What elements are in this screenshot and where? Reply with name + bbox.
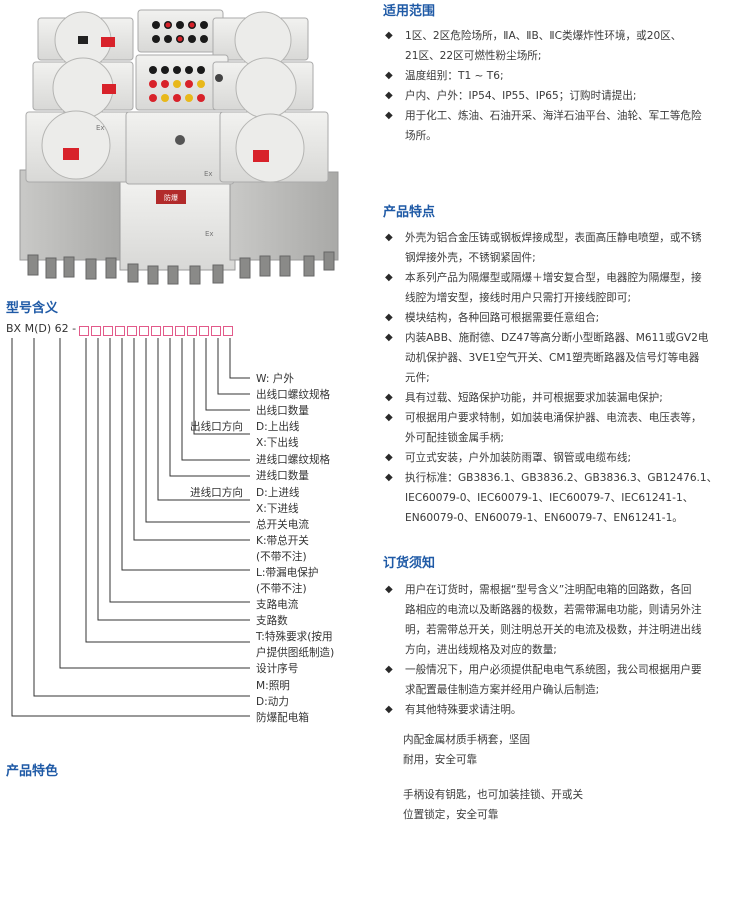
model-code: BX M(D) 62 - bbox=[6, 322, 77, 335]
order-list: ◆用户在订货时，需根据“型号含义”注明配电箱的回路数，各回路相应的电流以及断路器… bbox=[383, 580, 702, 720]
features-title: 产品特点 bbox=[383, 205, 436, 220]
scope-item: ◆用于化工、炼油、石油开采、海洋石油平台、油轮、军工等危险场所。 bbox=[385, 110, 702, 142]
scope-item: ◆温度组别：T1 ~ T6; bbox=[385, 70, 504, 82]
scope-item: ◆户内、户外：IP54、IP55、IP65；订购时请提出; bbox=[385, 90, 637, 102]
label-leakage-note: (不带不注) bbox=[256, 583, 307, 595]
order-item: ◆有其他特殊要求请注明。 bbox=[385, 704, 522, 716]
product-color-title: 产品特色 bbox=[6, 764, 59, 779]
ex-mark-left: Ex bbox=[96, 124, 105, 132]
feature-item: ◆具有过载、短路保护功能，并可根据要求加装漏电保护; bbox=[385, 392, 663, 404]
feature-item: ◆可立式安装，户外加装防雨罩、钢管或电缆布线; bbox=[385, 452, 632, 464]
order-item: ◆用户在订货时，需根据“型号含义”注明配电箱的回路数，各回路相应的电流以及断路器… bbox=[385, 584, 702, 656]
label-special: T:特殊要求(按用 bbox=[256, 631, 333, 643]
handle-note-2: 手柄设有钥匙，也可加装挂锁、开或关位置锁定，安全可靠 bbox=[403, 789, 584, 821]
label-explosion-proof-box: 防爆配电箱 bbox=[256, 712, 309, 724]
label-inlet-up: D:上进线 bbox=[256, 487, 300, 499]
label-lighting: M:照明 bbox=[256, 680, 290, 692]
label-design-no: 设计序号 bbox=[256, 663, 299, 675]
label-inlet-direction: 进线口方向 bbox=[190, 487, 243, 499]
label-branch-current: 支路电流 bbox=[256, 599, 299, 611]
scope-title: 适用范围 bbox=[383, 4, 436, 19]
label-inlet-thread: 进线口螺纹规格 bbox=[256, 454, 331, 466]
scope-list: ◆1区、2区危险场所，ⅡA、ⅡB、ⅡC类爆炸性环境，或20区、21区、22区可燃… bbox=[383, 26, 702, 146]
model-meaning-title: 型号含义 bbox=[6, 301, 59, 316]
label-inlet-down: X:下进线 bbox=[256, 503, 299, 515]
scope-item: ◆1区、2区危险场所，ⅡA、ⅡB、ⅡC类爆炸性环境，或20区、21区、22区可燃… bbox=[385, 30, 682, 62]
nameplate-text: 防爆 bbox=[164, 193, 178, 202]
order-title: 订货须知 bbox=[383, 556, 436, 571]
label-branch-count: 支路数 bbox=[256, 615, 288, 627]
label-leakage: L:带漏电保护 bbox=[256, 567, 319, 579]
label-outlet-down: X:下出线 bbox=[256, 437, 299, 449]
label-special-note: 户提供图纸制造) bbox=[256, 647, 335, 659]
label-outlet-qty: 出线口数量 bbox=[256, 405, 309, 417]
features-list: ◆外壳为铝合金压铸或钢板焊接成型，表面高压静电喷塑，或不锈钢焊接外壳，不锈钢紧固… bbox=[383, 228, 717, 528]
order-item: ◆一般情况下，用户必须提供配电电气系统图，我公司根据用户要求配置最佳制造方案并经… bbox=[385, 664, 702, 696]
label-main-switch-current: 总开关电流 bbox=[256, 519, 309, 531]
label-w-outdoor: W: 户外 bbox=[256, 373, 294, 385]
label-main-switch-note: (不带不注) bbox=[256, 551, 307, 563]
product-photo: 防爆 Ex Ex Ex bbox=[19, 9, 339, 285]
model-code-boxes bbox=[79, 326, 233, 336]
label-power: D:动力 bbox=[256, 696, 289, 708]
label-outlet-direction: 出线口方向 bbox=[190, 421, 243, 433]
feature-item: ◆模块结构，各种回路可根据需要任意组合; bbox=[385, 312, 600, 324]
feature-item: ◆外壳为铝合金压铸或钢板焊接成型，表面高压静电喷塑，或不锈钢焊接外壳，不锈钢紧固… bbox=[385, 232, 702, 264]
feature-item: ◆内装ABB、施耐德、DZ47等高分断小型断路器、M611或GV2电动机保护器、… bbox=[385, 332, 709, 384]
model-diagram-lines bbox=[11, 338, 250, 717]
ex-mark-middle: Ex bbox=[204, 170, 213, 178]
label-inlet-qty: 进线口数量 bbox=[256, 470, 309, 482]
label-outlet-thread: 出线口螺纹规格 bbox=[256, 389, 331, 401]
label-main-switch: K:带总开关 bbox=[256, 535, 309, 547]
feature-item: ◆本系列产品为隔爆型或隔爆＋增安复合型，电器腔为隔爆型，接线腔为增安型，接线时用… bbox=[385, 272, 702, 304]
handle-note-1: 内配金属材质手柄套，坚固耐用，安全可靠 bbox=[403, 734, 531, 766]
feature-item: ◆执行标准：GB3836.1、GB3836.2、GB3836.3、GB12476… bbox=[385, 472, 718, 524]
label-outlet-up: D:上出线 bbox=[256, 421, 300, 433]
feature-item: ◆可根据用户要求特制，如加装电涌保护器、电流表、电压表等，外可配挂锁金属手柄; bbox=[385, 412, 702, 444]
ex-mark-bottom: Ex bbox=[205, 230, 214, 238]
